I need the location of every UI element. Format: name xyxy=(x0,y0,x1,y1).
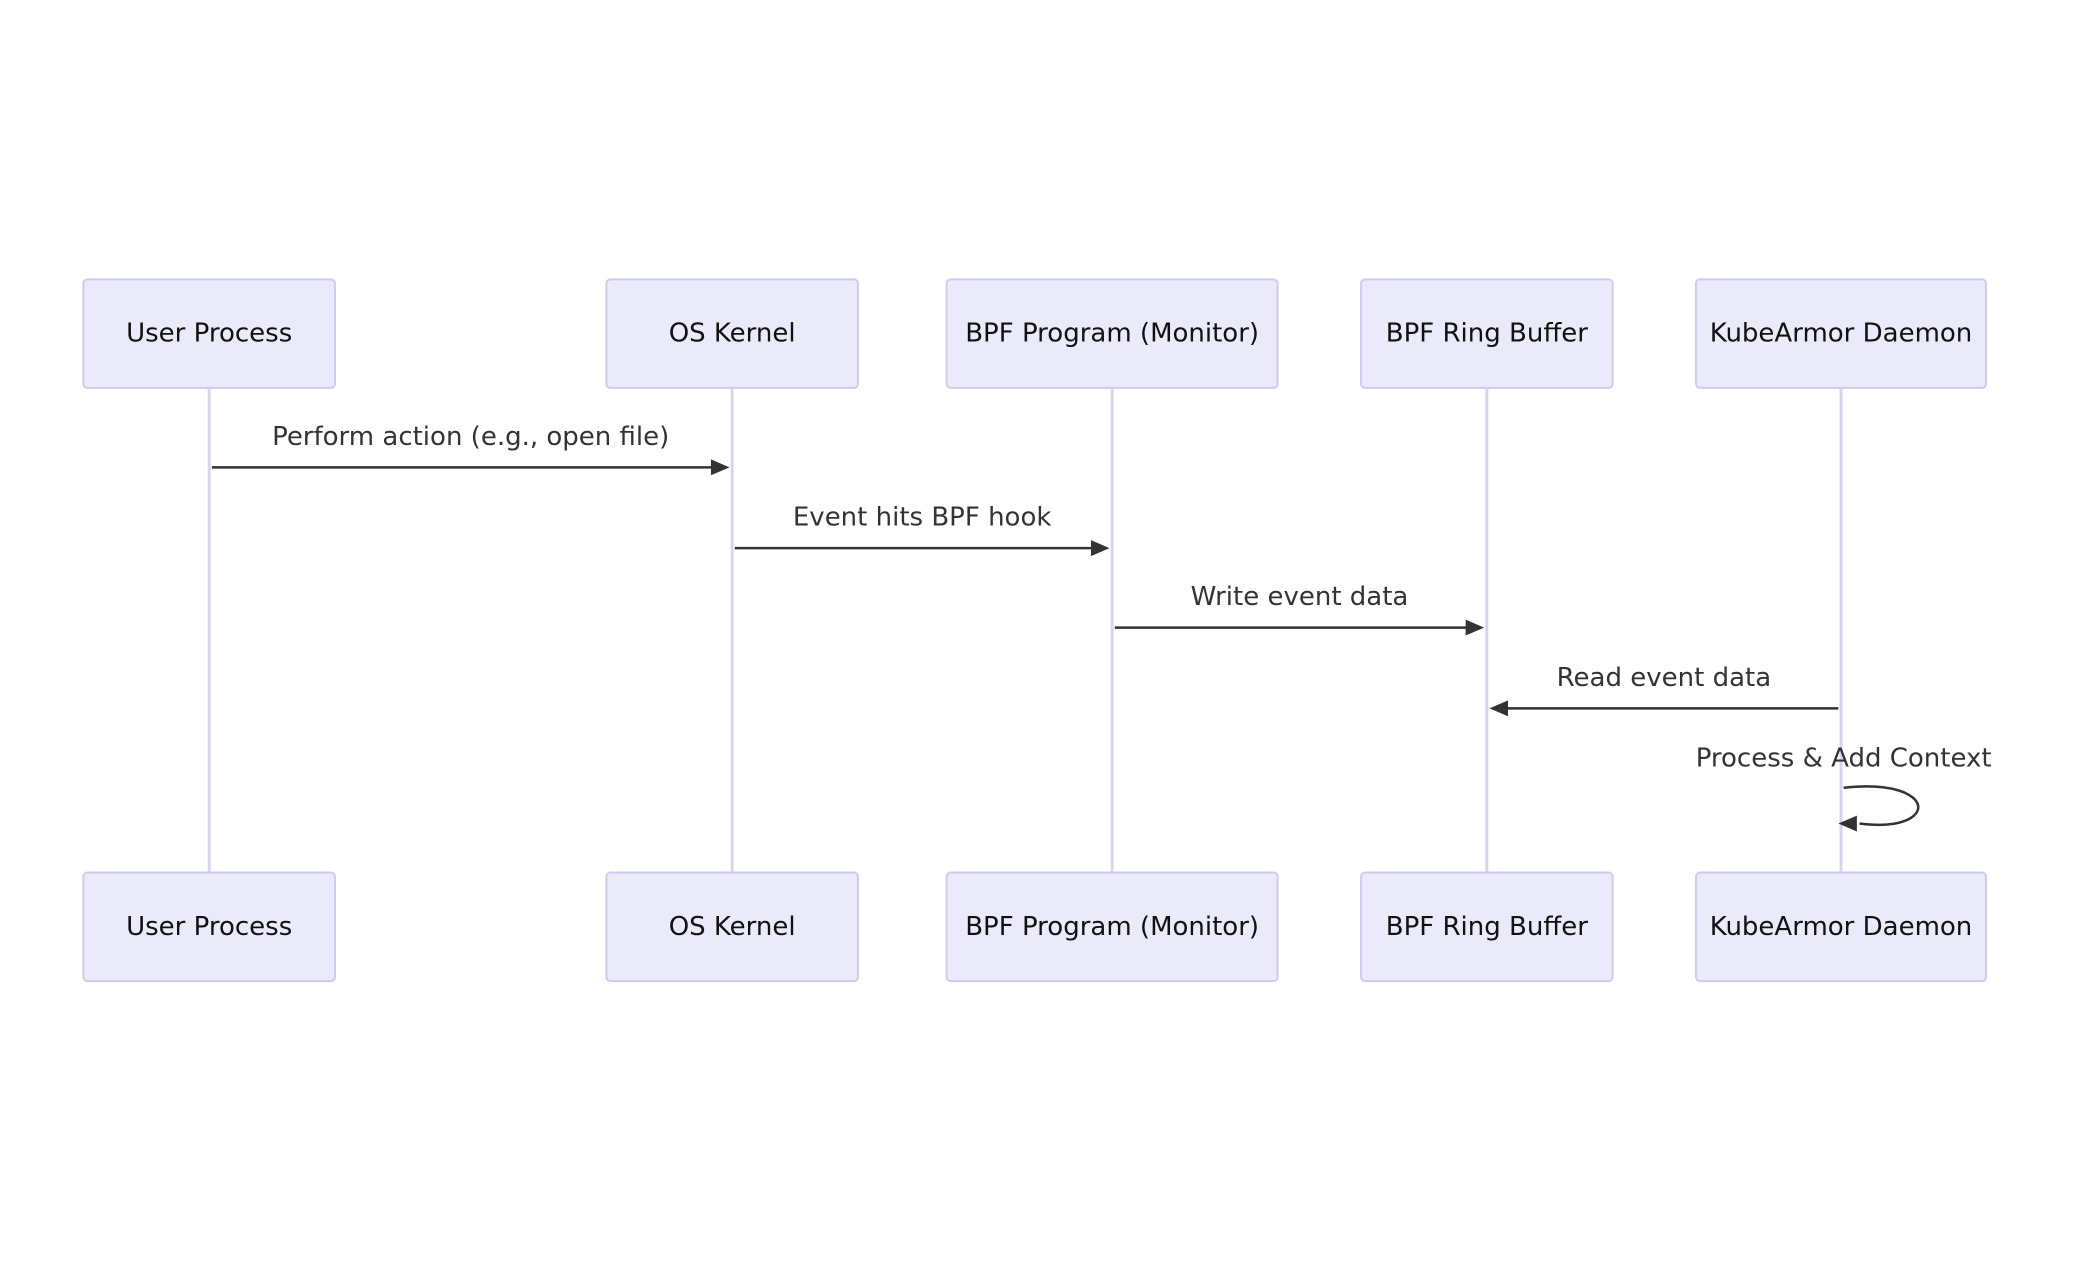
participant-ring-top: BPF Ring Buffer xyxy=(1360,278,1614,389)
participant-box xyxy=(605,871,859,983)
participant-box xyxy=(605,278,859,389)
participant-label: KubeArmor Daemon xyxy=(1710,912,1973,942)
participant-label: User Process xyxy=(126,912,292,942)
message-5: Process & Add Context xyxy=(1696,744,1992,832)
message-label: Perform action (e.g., open file) xyxy=(272,422,669,452)
participant-label: BPF Program (Monitor) xyxy=(965,319,1259,349)
participant-box xyxy=(82,278,336,389)
participant-box xyxy=(945,871,1279,983)
participant-bpf-bottom: BPF Program (Monitor) xyxy=(945,871,1279,983)
participant-box xyxy=(1695,278,1987,389)
messages: Perform action (e.g., open file) Event hi… xyxy=(211,422,1992,832)
message-label: Write event data xyxy=(1191,582,1409,612)
participant-box xyxy=(945,278,1279,389)
participants-bottom: User Process OS Kernel BPF Program (Monito… xyxy=(82,871,1987,983)
message-4: Read event data xyxy=(1489,663,1839,717)
message-label: Event hits BPF hook xyxy=(793,503,1052,533)
participant-kernel-top: OS Kernel xyxy=(605,278,859,389)
message-label: Process & Add Context xyxy=(1696,744,1992,774)
participant-label: KubeArmor Daemon xyxy=(1710,319,1973,349)
self-message-loop xyxy=(1843,785,1920,826)
participant-daemon-bottom: KubeArmor Daemon xyxy=(1695,871,1987,983)
participant-ring-bottom: BPF Ring Buffer xyxy=(1360,871,1614,983)
participant-label: BPF Program (Monitor) xyxy=(965,912,1259,942)
arrowhead xyxy=(1090,540,1110,557)
message-2: Event hits BPF hook xyxy=(734,503,1110,557)
participant-box xyxy=(82,871,336,983)
participant-label: BPF Ring Buffer xyxy=(1386,912,1588,942)
lifelines xyxy=(207,387,1843,873)
participant-label: OS Kernel xyxy=(669,319,796,349)
participant-bpf-top: BPF Program (Monitor) xyxy=(945,278,1279,389)
participant-box xyxy=(1695,871,1987,983)
participant-daemon-top: KubeArmor Daemon xyxy=(1695,278,1987,389)
participant-user-bottom: User Process xyxy=(82,871,336,983)
participant-label: User Process xyxy=(126,319,292,349)
participant-box xyxy=(1360,278,1614,389)
participant-user-top: User Process xyxy=(82,278,336,389)
participant-box xyxy=(1360,871,1614,983)
participant-kernel-bottom: OS Kernel xyxy=(605,871,859,983)
message-label: Read event data xyxy=(1557,663,1771,693)
arrowhead xyxy=(1489,700,1509,717)
message-3: Write event data xyxy=(1114,582,1485,636)
message-1: Perform action (e.g., open file) xyxy=(211,422,730,476)
participants-top: User Process OS Kernel BPF Program (Monito… xyxy=(82,278,1987,389)
arrowhead xyxy=(1465,619,1485,636)
arrowhead xyxy=(1838,815,1857,832)
arrowhead xyxy=(710,459,730,476)
participant-label: BPF Ring Buffer xyxy=(1386,319,1588,349)
participant-label: OS Kernel xyxy=(669,912,796,942)
